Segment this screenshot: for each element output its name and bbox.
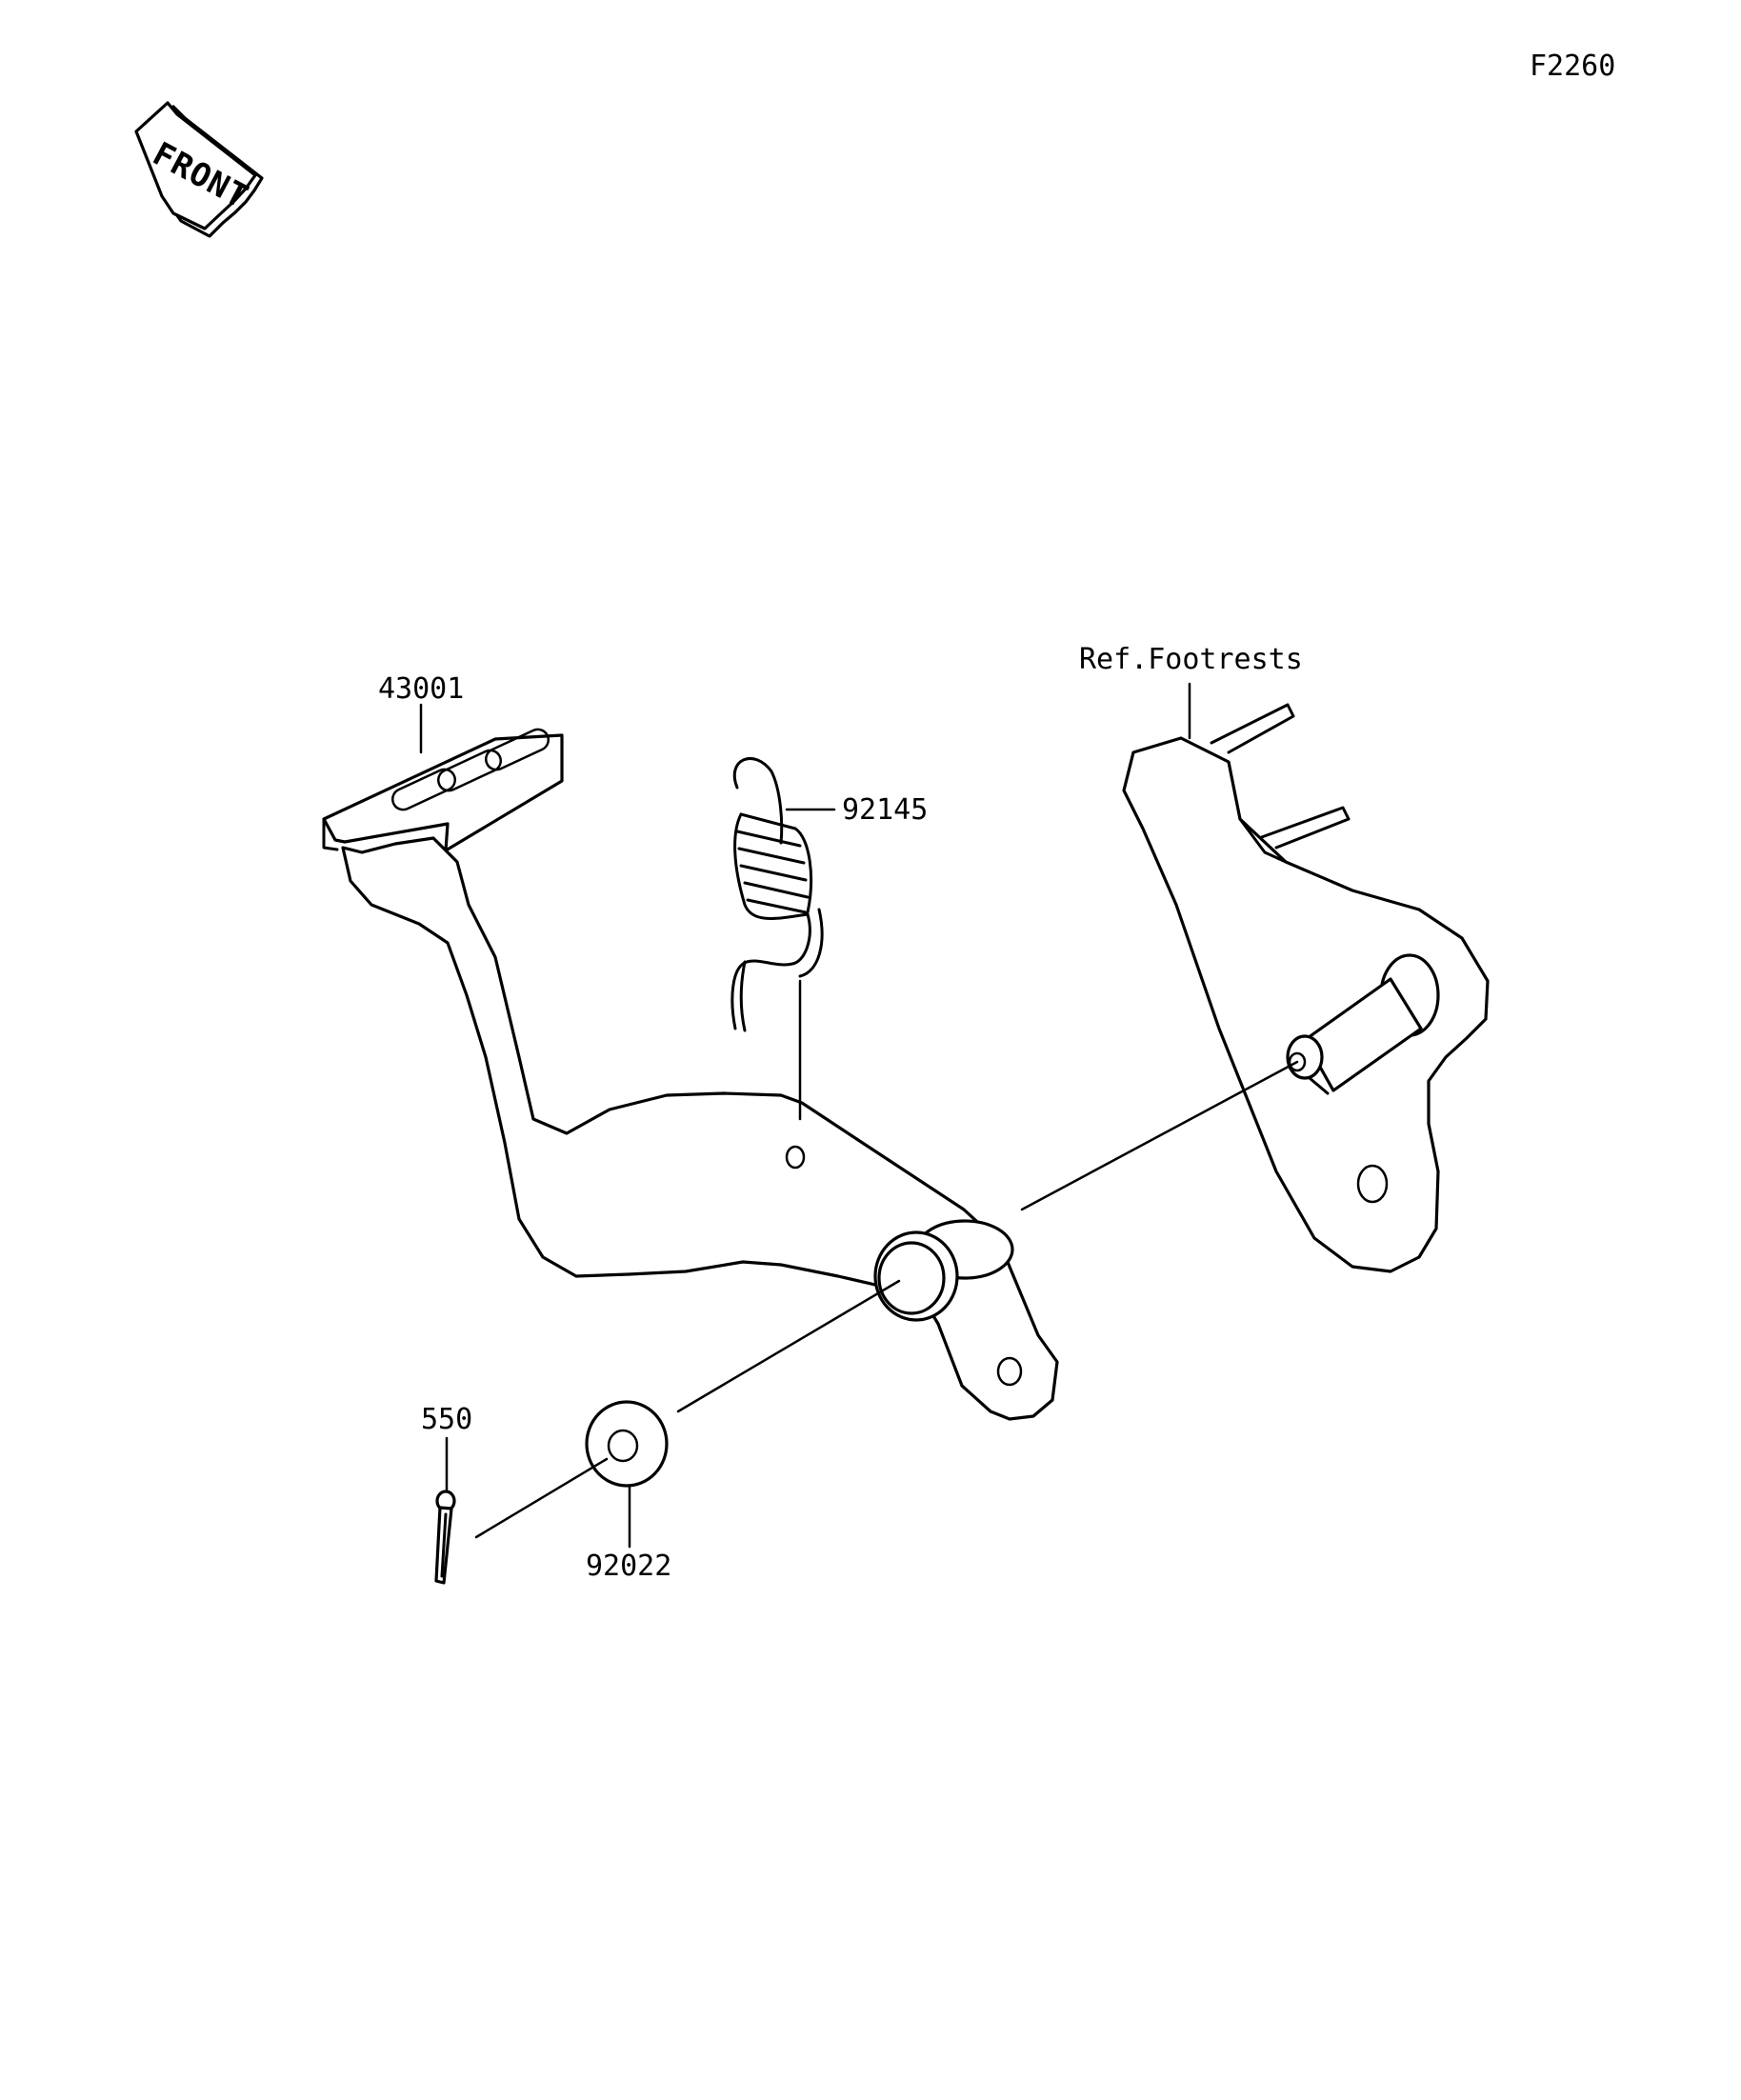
part-92022-label: 92022: [586, 1550, 671, 1583]
brake-pedal-43001: [322, 728, 1059, 1421]
figure-code: F2260: [1530, 50, 1615, 83]
front-arrow-icon: FRONT: [134, 101, 264, 238]
part-550-label: 550: [421, 1403, 472, 1436]
part-43001-label: 43001: [378, 672, 464, 706]
ref-footrests-label: Ref.Footrests: [1079, 643, 1303, 676]
part-92145-label: 92145: [842, 793, 928, 827]
axis-line-pin: [1020, 1060, 1299, 1211]
spring-92145: [730, 757, 824, 1032]
axis-line-cotter: [474, 1457, 609, 1539]
footrest-bracket-ref: [1122, 703, 1490, 1273]
washer-92022: [585, 1400, 669, 1488]
cotter-pin-550: [434, 1490, 456, 1585]
axis-line-washer: [676, 1279, 901, 1413]
